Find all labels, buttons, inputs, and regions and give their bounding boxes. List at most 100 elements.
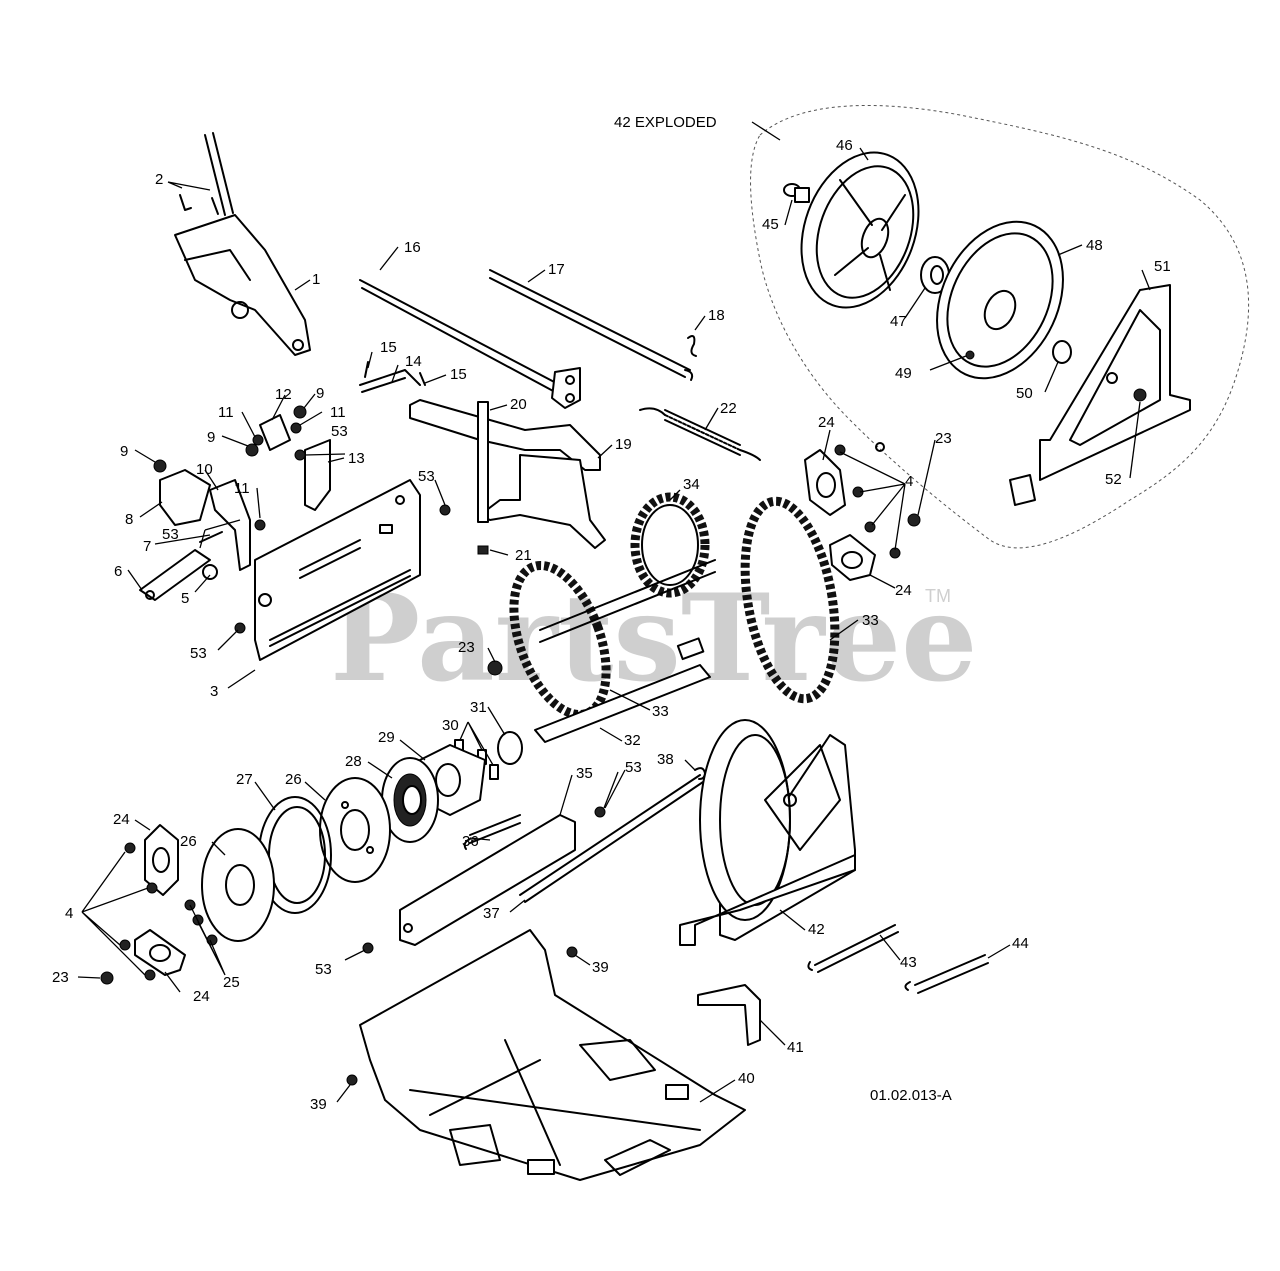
callout-24-a: 24 (113, 811, 130, 828)
part-10-bracket[interactable] (209, 479, 251, 571)
callout-37: 37 (483, 905, 500, 922)
part-24-flange-a[interactable] (144, 824, 179, 896)
callout-30: 30 (442, 717, 459, 734)
part-25-bolts[interactable] (184, 899, 218, 946)
part-33-chain-b[interactable] (731, 494, 848, 706)
callout-29: 29 (378, 729, 395, 746)
callout-28: 28 (345, 753, 362, 770)
callout-33-b: 33 (862, 612, 879, 629)
part-3-mounting-plate[interactable] (254, 479, 421, 661)
callout-8: 8 (125, 511, 133, 528)
part-18-clip[interactable] (687, 335, 697, 357)
callout-3: 3 (210, 683, 218, 700)
part-axle-upper[interactable] (539, 559, 716, 643)
callout-48: 48 (1086, 237, 1103, 254)
part-34-sprocket[interactable] (630, 492, 710, 598)
part-15-pin-b[interactable] (419, 372, 426, 386)
callout-49: 49 (895, 365, 912, 382)
callout-11-a: 11 (218, 404, 234, 421)
part-53-screw-d[interactable] (594, 806, 606, 818)
part-23-nut-b[interactable] (100, 971, 114, 985)
callout-23-c: 23 (935, 430, 952, 447)
callout-18: 18 (708, 307, 725, 324)
callout-10: 10 (196, 461, 213, 478)
part-31-snap-ring[interactable] (497, 731, 523, 765)
callout-46: 46 (836, 137, 853, 154)
callout-38: 38 (657, 751, 674, 768)
part-47-bearing[interactable] (920, 256, 950, 294)
part-53-screw-a[interactable] (294, 449, 306, 461)
callout-40: 40 (738, 1070, 755, 1087)
part-24-flange-b[interactable] (134, 929, 186, 976)
part-53-screw-b[interactable] (439, 504, 451, 516)
part-37-rod[interactable] (519, 774, 704, 903)
part-50-washer[interactable] (1052, 340, 1072, 364)
part-17-link-rod[interactable] (489, 269, 694, 381)
part-46-wheel[interactable] (781, 136, 939, 324)
part-39-screw-b[interactable] (346, 1074, 358, 1086)
part-21-nut[interactable] (477, 545, 489, 555)
part-11-nut-b[interactable] (290, 422, 302, 434)
callout-41: 41 (787, 1039, 804, 1056)
part-23-nut-c[interactable] (907, 513, 921, 527)
callout-9-a: 9 (120, 443, 128, 460)
part-23-clip-c[interactable] (875, 442, 885, 452)
part-51-bracket[interactable] (1009, 284, 1191, 506)
part-8-plate[interactable] (159, 469, 211, 526)
part-1-control-bracket[interactable] (174, 132, 311, 356)
part-9-bolt-c[interactable] (153, 459, 167, 473)
callout-32: 32 (624, 732, 641, 749)
part-26-drive-plate-b[interactable] (201, 828, 275, 942)
part-33-chain-a[interactable] (496, 553, 625, 727)
part-36-spring[interactable] (463, 814, 521, 850)
part-24-flange-c[interactable] (804, 449, 846, 516)
part-42-pulley-assembly[interactable] (679, 719, 856, 946)
part-7-pin[interactable] (199, 531, 223, 543)
part-49-screw[interactable] (965, 350, 975, 360)
callout-42: 42 (808, 921, 825, 938)
callout-36: 36 (462, 833, 479, 850)
part-41-bracket[interactable] (697, 984, 761, 1046)
part-19-shift-bracket[interactable] (409, 399, 606, 549)
part-13-bracket[interactable] (304, 439, 331, 511)
part-11-nut-c[interactable] (254, 519, 266, 531)
callout-2: 2 (155, 171, 163, 188)
part-52-nut[interactable] (1133, 388, 1147, 402)
part-39-screw-a[interactable] (566, 946, 578, 958)
callout-20: 20 (510, 396, 527, 413)
part-4-nuts-left[interactable] (119, 842, 158, 981)
part-16-rod[interactable] (359, 279, 581, 409)
part-53-screw-e[interactable] (362, 942, 374, 954)
callout-53-a: 53 (331, 423, 348, 440)
part-14-link[interactable] (359, 369, 421, 393)
part-11-nut-a[interactable] (252, 434, 264, 446)
part-44-spring[interactable] (904, 954, 989, 994)
callout-24-c: 24 (818, 414, 835, 431)
callout-53-e: 53 (625, 759, 642, 776)
part-2-pins[interactable] (179, 194, 219, 215)
part-22-spring[interactable] (639, 407, 761, 461)
part-6-lever[interactable] (139, 549, 211, 601)
callout-23-a: 23 (458, 639, 475, 656)
part-15-pin-a[interactable] (364, 361, 369, 378)
callout-11-b: 11 (330, 404, 346, 421)
part-5-washer[interactable] (202, 564, 218, 580)
part-9-bolt-a[interactable] (293, 405, 307, 419)
part-23-nut-a[interactable] (487, 660, 503, 676)
part-40-cover[interactable] (359, 929, 746, 1181)
part-43-spring[interactable] (807, 924, 899, 973)
callout-33-a: 33 (652, 703, 669, 720)
part-45-pin[interactable] (783, 183, 810, 203)
part-32-shaft[interactable] (534, 637, 711, 743)
callout-21: 21 (515, 547, 532, 564)
callout-11-c: 11 (234, 480, 250, 497)
part-48-wheel-plate[interactable] (913, 201, 1087, 399)
part-12-plate[interactable] (259, 414, 291, 451)
part-28-bearing[interactable] (381, 757, 439, 843)
callout-5: 5 (181, 590, 189, 607)
part-20-shaft[interactable] (477, 401, 489, 523)
callout-23-b: 23 (52, 969, 69, 986)
part-9-bolt-b[interactable] (245, 443, 259, 457)
callout-50: 50 (1016, 385, 1033, 402)
